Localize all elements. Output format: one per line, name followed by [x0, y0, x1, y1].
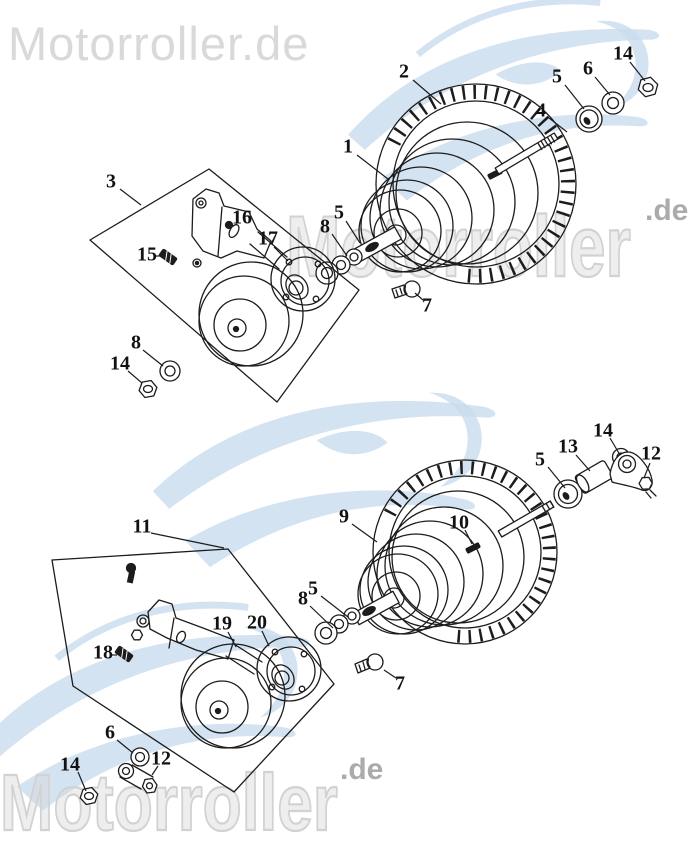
leader-line-5: [547, 466, 566, 489]
leader-line-5: [320, 595, 349, 618]
wheel-stud: [465, 542, 481, 554]
scooter-watermark: [152, 392, 496, 568]
brake-drum-pulley: [180, 643, 286, 749]
leader-line-17: [273, 246, 289, 262]
leader-line-13: [575, 454, 591, 472]
leader-line-6: [116, 739, 134, 754]
torque-bracket: [191, 188, 272, 259]
leader-line-7: [414, 292, 424, 301]
rear-brake-cam-bolt: [354, 653, 384, 674]
leader-line-20: [261, 630, 270, 647]
rear-axle-right: [497, 447, 657, 538]
washer: [130, 747, 150, 767]
spacer: [601, 91, 625, 115]
leader-line-14: [77, 771, 87, 792]
rear-lower-fasteners: [79, 747, 158, 806]
grub-screw: [158, 248, 178, 266]
leader-line-3: [119, 188, 142, 206]
hub-flange: [256, 636, 322, 702]
front-bracket-panel: [89, 168, 360, 403]
front-brake-cam-bolt: [391, 280, 421, 299]
bracket-bolt: [224, 220, 234, 230]
leader-line-4: [548, 117, 568, 133]
washer: [159, 360, 181, 382]
leader-line-10: [464, 529, 473, 545]
spacer-sleeve: [574, 460, 614, 494]
leader-line-12: [151, 765, 159, 776]
flange-nut: [138, 379, 158, 399]
leader-line-19: [227, 631, 237, 648]
leader-line-5: [564, 84, 585, 110]
front-hub-stack: [358, 138, 516, 273]
leader-line-8: [142, 349, 164, 367]
leader-line-5: [345, 220, 361, 244]
leader-line-9: [351, 523, 378, 543]
scooter-watermark: [348, 0, 660, 201]
hub-flange: [270, 246, 336, 312]
axle-nut: [637, 76, 659, 98]
leader-line-12: [643, 462, 651, 479]
leader-line-6: [594, 76, 611, 96]
front-axle-right: [494, 76, 659, 175]
brake-link: [117, 762, 158, 794]
leader-line-14: [609, 437, 621, 456]
leader-line-14: [127, 370, 143, 384]
rear-bracket-panel: [51, 548, 335, 793]
leader-line-1: [356, 154, 389, 180]
flange-nut: [79, 786, 99, 806]
arm-bolt: [638, 476, 657, 499]
leader-line-11: [150, 532, 225, 549]
brake-drum-pulley: [198, 261, 304, 367]
leader-line-16: [230, 223, 238, 228]
leader-line-14: [629, 61, 646, 82]
leader-line-2: [412, 79, 442, 105]
leader-line-8: [309, 605, 334, 629]
link-bolt: [141, 777, 158, 794]
leader-line-8: [331, 233, 348, 257]
rear-hub-stack: [357, 506, 504, 635]
torque-bracket: [147, 599, 235, 660]
grub-screw: [114, 645, 134, 663]
leader-line-7: [383, 669, 397, 679]
